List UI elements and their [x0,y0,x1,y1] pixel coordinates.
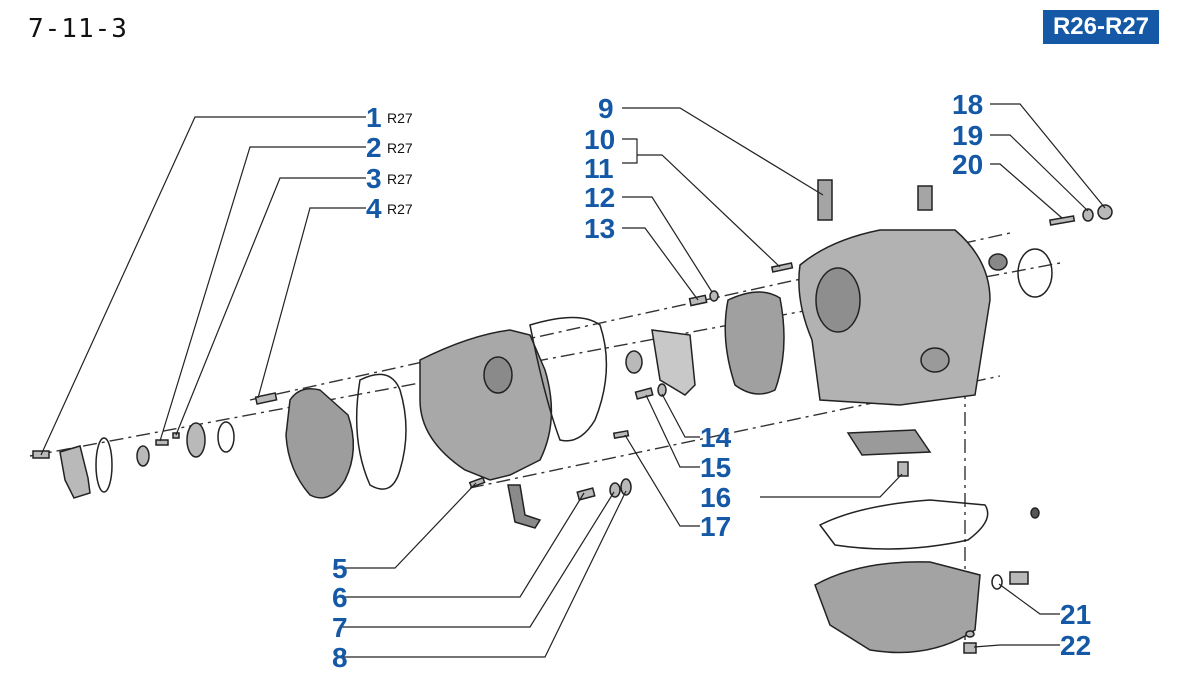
oil-pan-part [814,561,981,654]
callout-15: 15 [700,452,731,483]
callout-13: 13 [584,213,615,244]
housing-bore [483,356,513,394]
plug-part [917,185,933,211]
leader-lines [40,103,1106,658]
gasket-ring-part [95,437,113,493]
bolt-part-13 [688,294,708,307]
gasket-part [355,373,407,490]
stud-part-9 [817,179,833,221]
housing-lower-boss [920,347,950,373]
callout-14: 14 [700,422,732,453]
callout-8: 8 [332,642,348,673]
nut-part [136,445,150,467]
plate-part [651,329,696,396]
bearing-cover-part [724,291,785,395]
parts [32,179,1113,654]
intermediate-housing-part [419,329,553,481]
callout-18: 18 [952,89,983,120]
callout-10: 10 [584,124,615,155]
pan-gasket-part [818,499,989,550]
washer-part-19 [1082,208,1094,222]
callout-11: 11 [584,153,614,184]
strainer-part [846,429,932,456]
drain-plug-part [1009,571,1029,585]
callout-6: 6 [332,582,348,613]
seal-part [217,421,235,453]
callout-3: 3 [366,163,382,194]
callout-19: 19 [952,120,983,151]
oil-seal-part [1017,248,1053,298]
callout-9: 9 [598,93,614,124]
callout-4-note: R27 [387,201,413,217]
washer-part-22 [965,630,975,638]
bearing-small-part [625,350,643,374]
callout-12: 12 [584,182,615,213]
screw-part-16 [897,461,909,477]
callout-1-note: R27 [387,110,413,126]
stud-part-10 [770,262,794,273]
small-plug-part [1030,507,1040,519]
washer-part-3 [172,432,180,439]
callout-7: 7 [332,612,348,643]
screw-part-2 [155,439,169,446]
cap-part [59,445,91,499]
bolt-part-6 [576,487,596,501]
housing-cover-part [285,388,355,499]
bearing-part [186,422,206,458]
large-gasket-part [529,316,608,442]
callout-2-note: R27 [387,140,413,156]
bolt-part-4 [254,392,278,405]
washer-part-14 [657,383,667,397]
pin-part-17 [612,429,630,440]
callout-2: 2 [366,132,382,163]
cap-plug-part [988,253,1008,271]
bolt-part-15 [634,387,654,400]
callout-17: 17 [700,511,731,542]
screw-part-22 [963,642,977,654]
callout-5: 5 [332,553,348,584]
page-code: 7-11-3 [28,14,128,44]
callouts: 1 R27 2 R27 3 R27 4 R27 5 6 7 8 9 10 11 … [332,89,1091,673]
washer-part-21 [991,574,1003,590]
nut-part-18 [1097,204,1113,220]
callout-4: 4 [366,193,382,224]
nut-part-8 [620,478,632,496]
model-badge: R26-R27 [1043,10,1159,44]
washer-part-12 [709,290,719,302]
callout-21: 21 [1060,599,1091,630]
callout-3-note: R27 [387,171,413,187]
callout-1: 1 [366,102,382,133]
callout-22: 22 [1060,630,1091,661]
housing-main-bore [815,267,861,333]
lever-part [507,484,542,529]
callout-20: 20 [952,149,983,180]
callout-16: 16 [700,482,731,513]
